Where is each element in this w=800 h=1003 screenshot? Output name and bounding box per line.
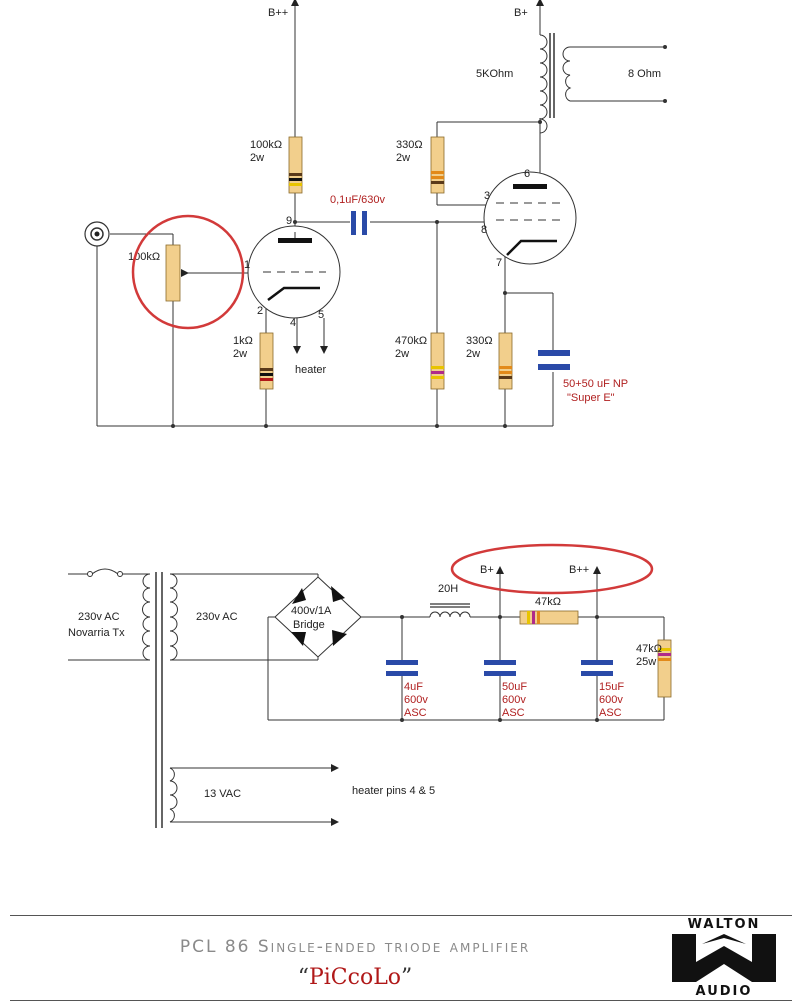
resistor-cathode2 bbox=[498, 332, 513, 390]
amp-junctions bbox=[171, 45, 667, 428]
output-transformer bbox=[539, 33, 572, 134]
r-cathode2-value: 330Ω bbox=[466, 335, 493, 347]
footer-title: PCL 86 Single-ended triode amplifier bbox=[179, 937, 531, 957]
r-screen-power: 2w bbox=[396, 152, 410, 164]
r-grid-value: 470kΩ bbox=[395, 335, 427, 347]
secondary-label: 230v AC bbox=[196, 611, 238, 623]
logo-mark-icon bbox=[672, 934, 776, 982]
pin-3: 3 bbox=[484, 190, 490, 202]
pin-5: 5 bbox=[318, 309, 324, 321]
product-name: PiCcoLo bbox=[308, 965, 402, 990]
cap2-line2: 600v bbox=[502, 694, 526, 706]
cap1-line2: 600v bbox=[404, 694, 428, 706]
r-cathode1-value: 1kΩ bbox=[233, 335, 253, 347]
r-bleeder-power: 25w bbox=[636, 656, 656, 668]
pin-7: 7 bbox=[496, 257, 502, 269]
cap3-line1: 15uF bbox=[599, 681, 624, 693]
transformer-secondary-label: 8 Ohm bbox=[628, 68, 661, 80]
cap2-line1: 50uF bbox=[502, 681, 527, 693]
logo-bottom-text: AUDIO bbox=[695, 984, 753, 999]
psu-junctions bbox=[400, 615, 599, 722]
footer: PCL 86 Single-ended triode amplifier “Pi… bbox=[0, 915, 800, 1003]
r-bleeder-value: 47kΩ bbox=[636, 643, 662, 655]
r-series-label: 47kΩ bbox=[535, 596, 561, 608]
r-cathode1-power: 2w bbox=[233, 348, 247, 360]
triode-tube bbox=[247, 225, 341, 319]
resistor-series bbox=[519, 610, 579, 625]
pin-2: 2 bbox=[257, 305, 263, 317]
input-jack-icon bbox=[84, 221, 110, 247]
coupling-capacitor bbox=[351, 211, 367, 235]
quote-close: ” bbox=[401, 965, 413, 990]
choke-label: 20H bbox=[438, 583, 458, 595]
quote-open: “ bbox=[297, 965, 309, 990]
psu-rail-bpp-label: B++ bbox=[569, 564, 589, 576]
r-grid-power: 2w bbox=[395, 348, 409, 360]
cap3-line2: 600v bbox=[599, 694, 623, 706]
footer-divider-top bbox=[10, 915, 792, 916]
pin-1: 1 bbox=[244, 259, 250, 271]
resistor-cathode1 bbox=[259, 332, 274, 390]
transformer-primary-label: 5KOhm bbox=[476, 68, 513, 80]
footer-subtitle: “PiCcoLo” bbox=[120, 965, 590, 990]
filter-capacitor-1 bbox=[386, 660, 418, 676]
coupling-cap-label: 0,1uF/630v bbox=[330, 194, 386, 206]
mains-label-2: Novarria Tx bbox=[68, 627, 125, 639]
rail-bpp-label: B++ bbox=[268, 7, 288, 19]
heater-secondary-label: 13 VAC bbox=[204, 788, 241, 800]
resistor-screen bbox=[430, 136, 445, 194]
heater-label: heater bbox=[295, 364, 327, 376]
pin-9: 9 bbox=[286, 215, 292, 227]
heater-pins-label: heater pins 4 & 5 bbox=[352, 785, 435, 797]
r-cathode2-power: 2w bbox=[466, 348, 480, 360]
pin-8: 8 bbox=[481, 224, 487, 236]
power-transformer bbox=[142, 572, 178, 828]
bridge-label-1: 400v/1A bbox=[291, 605, 332, 617]
cathode-bypass-capacitor bbox=[538, 350, 570, 370]
amplifier-stage: B++ B+ 5KOhm 8 Ohm 100kΩ 2w 330Ω 2w bbox=[84, 0, 667, 428]
pin-6: 6 bbox=[524, 168, 530, 180]
cap3-line3: ASC bbox=[599, 707, 622, 719]
resistor-plate bbox=[288, 136, 303, 194]
mains-label-1: 230v AC bbox=[78, 611, 120, 623]
cathode-cap-line2: "Super E" bbox=[567, 392, 615, 404]
r-plate-power: 2w bbox=[250, 152, 264, 164]
volume-potentiometer bbox=[165, 244, 181, 302]
walton-audio-logo: WALTON AUDIO bbox=[668, 917, 780, 1001]
pentode-tube bbox=[483, 171, 577, 265]
highlight-circle-rails bbox=[450, 543, 654, 595]
footer-divider-bottom bbox=[10, 1000, 792, 1001]
choke-inductor bbox=[429, 603, 471, 618]
cathode-cap-line1: 50+50 uF NP bbox=[563, 378, 628, 390]
r-plate-value: 100kΩ bbox=[250, 139, 282, 151]
bridge-rectifier bbox=[274, 576, 362, 658]
filter-capacitor-3 bbox=[581, 660, 613, 676]
pin-4: 4 bbox=[290, 317, 296, 329]
resistor-grid bbox=[430, 332, 445, 390]
cap1-line1: 4uF bbox=[404, 681, 423, 693]
amp-wires bbox=[96, 0, 665, 427]
cap2-line3: ASC bbox=[502, 707, 525, 719]
power-supply: 230v AC Novarria Tx 230v AC 13 VAC heate… bbox=[68, 543, 672, 828]
r-screen-value: 330Ω bbox=[396, 139, 423, 151]
highlight-circle-pot bbox=[131, 214, 245, 330]
bridge-label-2: Bridge bbox=[293, 619, 325, 631]
logo-top-text: WALTON bbox=[687, 917, 761, 932]
rail-bp-label: B+ bbox=[514, 7, 528, 19]
cap1-line3: ASC bbox=[404, 707, 427, 719]
schematic: B++ B+ 5KOhm 8 Ohm 100kΩ 2w 330Ω 2w bbox=[68, 0, 672, 828]
resistor-bleeder bbox=[657, 639, 672, 698]
psu-rail-bp-label: B+ bbox=[480, 564, 494, 576]
filter-capacitor-2 bbox=[484, 660, 516, 676]
